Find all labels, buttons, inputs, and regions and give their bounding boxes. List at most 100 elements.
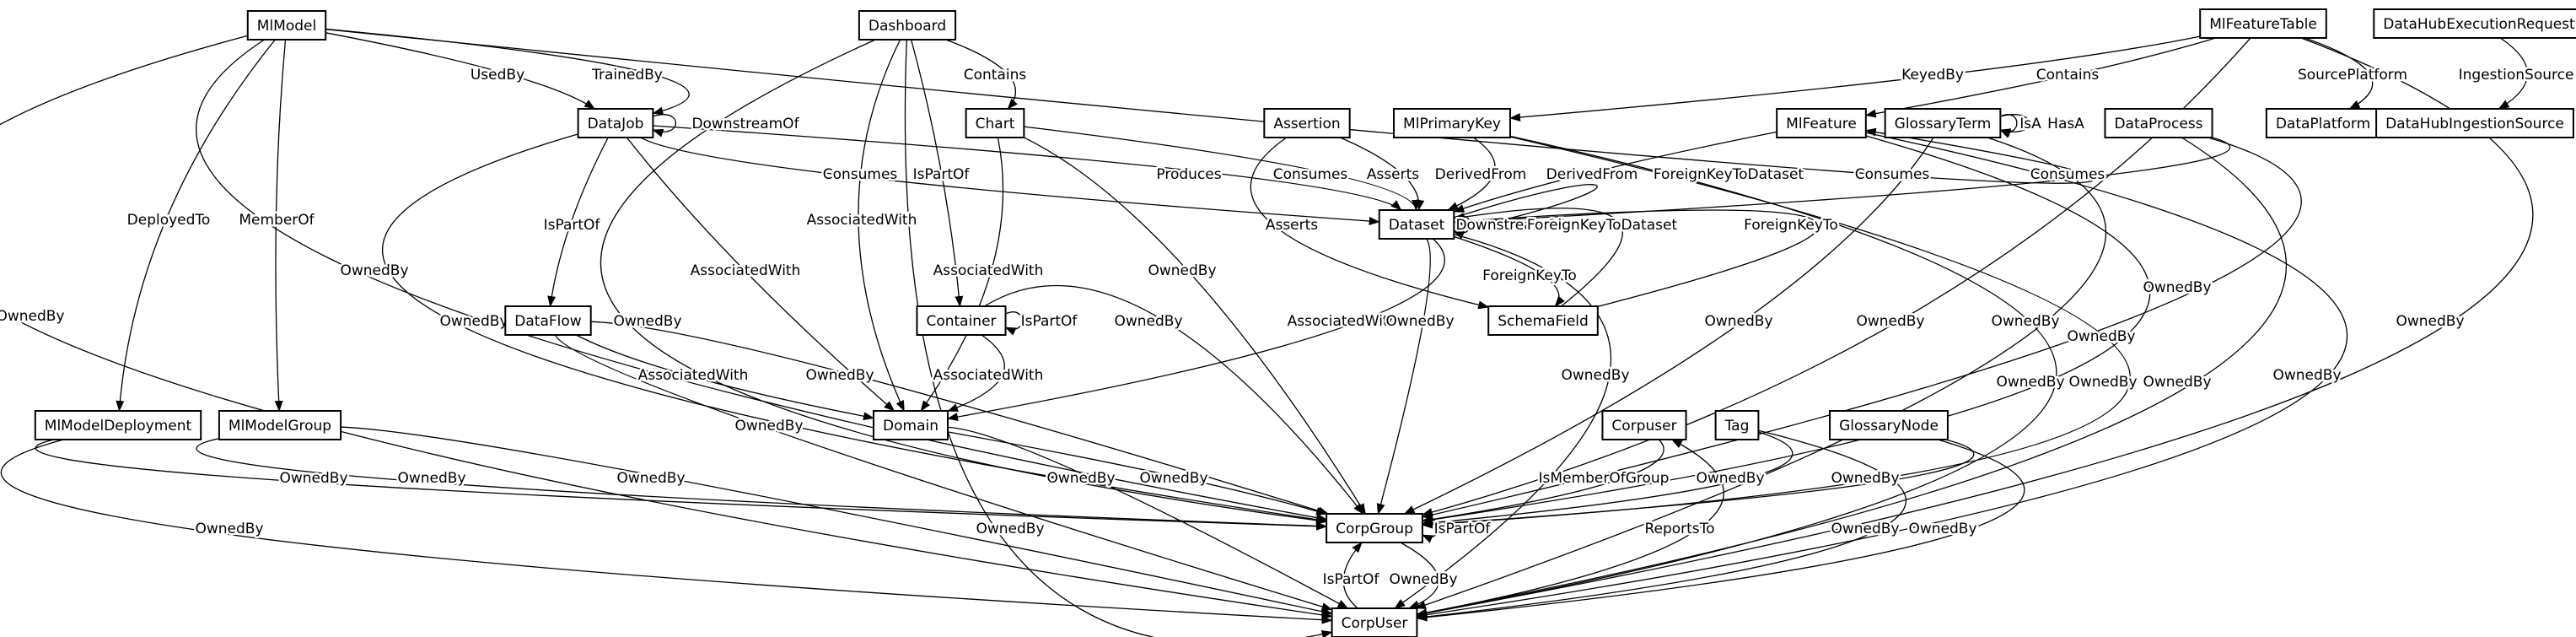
- node-Assertion: Assertion: [1263, 108, 1351, 138]
- edge-CorpUser-Corpuser-ReportsTo: [1417, 439, 1724, 616]
- edge-Dataset-SchemaField-ForeignKeyTo: [1454, 235, 1565, 307]
- node-Container: Container: [916, 305, 1007, 336]
- edge-Tag-CorpGroup-OwnedBy: [1421, 431, 1794, 527]
- node-box: [577, 108, 654, 138]
- edge-label: DerivedFrom: [1546, 166, 1638, 183]
- edge-Dashboard-Chart-Contains: [945, 39, 1018, 110]
- node-box: [858, 10, 957, 40]
- node-label: DataJob: [588, 116, 644, 132]
- node-label: GlossaryNode: [1839, 418, 1939, 435]
- edge-DataJob-Dataset-Produces: [653, 125, 1402, 211]
- edge-label: ForeignKeyTo: [1482, 267, 1577, 284]
- edge-label: AssociatedWith: [1288, 313, 1398, 330]
- edge-label: AssociatedWith: [807, 212, 917, 229]
- edge-MlModel-MlFeature-Consumes: [325, 29, 2095, 184]
- edge-Corpuser-CorpGroup-IsMemberOfGroup: [1421, 439, 1664, 524]
- edge-label: KeyedBy: [1901, 67, 1964, 84]
- edge-Dashboard-CorpGroup-OwnedBy: [600, 39, 1328, 525]
- node-Corpuser: Corpuser: [1601, 410, 1687, 440]
- node-DataHubIngestionSource: DataHubIngestionSource: [2375, 108, 2574, 138]
- node-MlPrimaryKey: MlPrimaryKey: [1393, 108, 1511, 138]
- edge-DataJob-Dataset-Consumes: [640, 137, 1380, 226]
- edge-label: OwnedBy: [1856, 313, 1924, 330]
- edges-layer: [0, 28, 2534, 637]
- edge-SchemaField-Dataset-ForeignKeyTo: [1453, 209, 1820, 307]
- node-label: MlPrimaryKey: [1403, 116, 1501, 132]
- node-MlModel: MlModel: [246, 10, 327, 40]
- edge-label: Consumes: [823, 166, 898, 183]
- edge-MlModelDeployment-CorpGroup-OwnedBy: [35, 439, 1328, 531]
- edge-label: Produces: [1156, 166, 1221, 183]
- node-Domain: Domain: [873, 410, 949, 440]
- edge-MlFeature-Dataset-DerivedFrom: [1453, 131, 1777, 213]
- edge-label: OwnedBy: [279, 470, 347, 487]
- edge-GlossaryTerm-GlossaryTerm-IsA: [1999, 114, 2018, 138]
- edge-Chart-CorpGroup-OwnedBy: [1024, 137, 1366, 515]
- edge-label: OwnedBy: [1991, 313, 2059, 330]
- edge-label: DownstreamOf: [1455, 217, 1563, 234]
- edge-CorpUser-CorpGroup-IsPartOf: [1342, 542, 1363, 609]
- edge-label: OwnedBy: [2396, 313, 2464, 330]
- edge-MlModel-CorpUser-OwnedBy: [0, 35, 1333, 619]
- node-box: [1829, 410, 1949, 440]
- edge-label: OwnedBy: [2143, 279, 2211, 296]
- node-box: [504, 305, 592, 336]
- node-DataFlow: DataFlow: [504, 305, 592, 336]
- edge-Dataset-Dataset-ForeignKeyToDataset: [1453, 184, 1598, 234]
- node-box: [916, 305, 1007, 336]
- edge-SchemaField-Dataset-ForeignKeyToDataset: [1453, 208, 1623, 307]
- edge-label: IsPartOf: [1323, 571, 1380, 588]
- edge-DataJob-DataFlow-IsPartOf: [547, 137, 609, 307]
- node-box: [965, 108, 1025, 138]
- edge-label: AssociatedWith: [933, 367, 1044, 384]
- edge-label: AssociatedWith: [933, 262, 1044, 279]
- edge-Tag-CorpUser-OwnedBy: [1416, 429, 1907, 621]
- edge-label: SourcePlatform: [2298, 67, 2407, 84]
- node-box: [1393, 108, 1511, 138]
- edge-MlPrimaryKey-Dataset-DerivedFrom: [1447, 137, 1496, 211]
- edge-label: DeployedTo: [127, 212, 211, 229]
- edge-label: IsPartOf: [1021, 313, 1078, 330]
- node-label: SchemaField: [1498, 313, 1589, 330]
- node-label: MlModelGroup: [229, 418, 331, 435]
- edge-label: Asserts: [1266, 217, 1318, 234]
- edge-label: OwnedBy: [2067, 328, 2135, 345]
- edge-MlModel-CorpGroup-OwnedBy: [196, 39, 1328, 522]
- node-DataHubExecutionRequest: DataHubExecutionRequest: [2373, 8, 2576, 39]
- edge-label: Contains: [2036, 67, 2100, 84]
- node-label: DataHubExecutionRequest: [2383, 16, 2575, 33]
- edge-label: Asserts: [1367, 166, 1419, 183]
- edge-Chart-Domain-AssociatedWith: [920, 137, 1004, 412]
- node-label: DataHubIngestionSource: [2385, 116, 2564, 132]
- edge-label: AssociatedWith: [638, 367, 749, 384]
- node-label: DataProcess: [2114, 116, 2202, 132]
- node-box: [1378, 209, 1455, 240]
- edge-label: OwnedBy: [613, 313, 681, 330]
- edge-DataHubExecutionRequest-DataHubIngestionSource-IngestionSource: [2498, 37, 2529, 110]
- node-label: CorpGroup: [1336, 521, 1413, 537]
- edge-MlFeature-CorpUser-OwnedBy: [1416, 132, 2348, 619]
- edge-MlFeature-CorpGroup-OwnedBy: [1421, 135, 2151, 524]
- edge-MlFeatureTable-MlPrimaryKey-KeyedBy: [1509, 35, 2201, 121]
- edge-DataFlow-Domain-AssociatedWith: [575, 334, 874, 421]
- edge-label: Consumes: [1273, 166, 1348, 183]
- node-label: DataFlow: [514, 313, 581, 330]
- node-label: Container: [926, 313, 996, 330]
- node-box: [1776, 108, 1867, 138]
- edge-label: OwnedBy: [195, 521, 263, 537]
- node-DataPlatform: DataPlatform: [2265, 108, 2381, 138]
- edge-label: OwnedBy: [1831, 470, 1899, 487]
- edge-Dashboard-Domain-AssociatedWith: [858, 39, 905, 412]
- edge-label: OwnedBy: [1996, 374, 2064, 391]
- node-box: [1487, 305, 1599, 336]
- node-box: [2375, 108, 2574, 138]
- node-label: Dashboard: [869, 18, 946, 35]
- node-Tag: Tag: [1714, 410, 1760, 440]
- edge-MlModelGroup-CorpUser-OwnedBy: [341, 426, 1333, 616]
- node-Dashboard: Dashboard: [858, 10, 957, 40]
- edge-label: Consumes: [1855, 166, 1930, 183]
- edge-Dataset-Domain-AssociatedWith: [947, 238, 1445, 422]
